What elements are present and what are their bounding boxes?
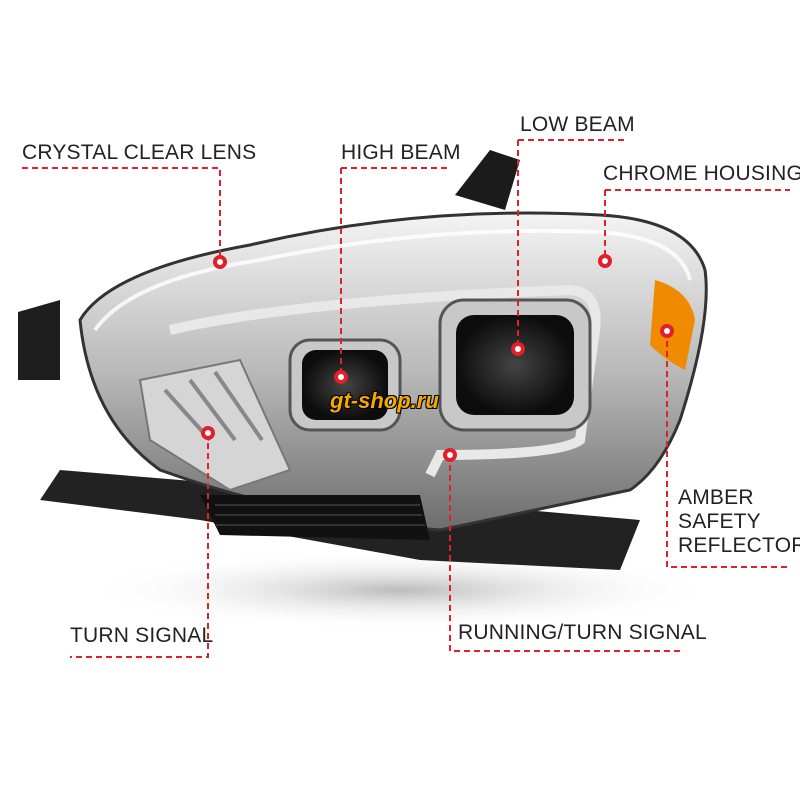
- label-amber-line1: AMBER: [678, 486, 754, 509]
- label-amber-line2: SAFETY: [678, 510, 761, 533]
- high-beam-projector: [302, 350, 388, 420]
- low-beam-projector: [456, 315, 574, 415]
- drop-shadow: [80, 550, 720, 630]
- label-amber-line3: REFLECTOR: [678, 534, 800, 557]
- callout-dot-high-beam: [334, 370, 348, 384]
- side-bracket: [18, 300, 60, 380]
- callout-dot-low-beam: [511, 342, 525, 356]
- label-low-beam: LOW BEAM: [520, 113, 635, 136]
- callout-dot-amber-reflector: [660, 324, 674, 338]
- label-crystal-clear-lens: CRYSTAL CLEAR LENS: [22, 141, 257, 164]
- label-turn-signal: TURN SIGNAL: [70, 624, 214, 647]
- mount-bracket: [455, 150, 520, 210]
- label-running-turn-signal: RUNNING/TURN SIGNAL: [458, 621, 707, 644]
- callout-dot-running-turn-signal: [443, 448, 457, 462]
- label-chrome-housing: CHROME HOUSING: [603, 162, 800, 185]
- callout-dot-chrome-housing: [598, 254, 612, 268]
- callout-dot-turn-signal: [201, 426, 215, 440]
- amber-reflector-shape: [650, 280, 695, 370]
- callout-lines: [22, 139, 790, 658]
- led-light-bar: [168, 284, 601, 478]
- label-high-beam: HIGH BEAM: [341, 141, 461, 164]
- vent-grille: [200, 495, 430, 540]
- watermark-logo: gt-shop.ru: [330, 388, 439, 413]
- turn-signal-reflector: [138, 358, 292, 492]
- callout-dot-crystal-clear-lens: [213, 255, 227, 269]
